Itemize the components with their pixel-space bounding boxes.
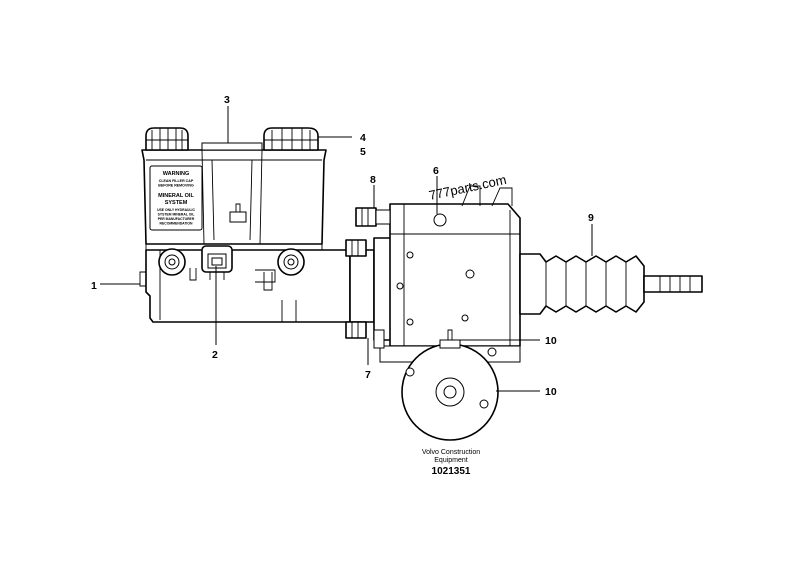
callout-6: 6 bbox=[433, 165, 439, 177]
warning-fine-1: USE ONLY HYDRAULIC bbox=[157, 208, 195, 212]
callout-10-lower: 10 bbox=[545, 386, 557, 398]
caption-line-1: Volvo Construction bbox=[422, 449, 480, 456]
callout-1: 1 bbox=[91, 280, 97, 292]
warning-line-1: CLEAN FILLER CAP bbox=[159, 179, 194, 183]
callout-5: 5 bbox=[360, 146, 366, 158]
callout-7: 7 bbox=[365, 369, 371, 381]
fluid-level-sensor bbox=[201, 245, 233, 280]
callout-10-upper: 10 bbox=[545, 335, 557, 347]
caption-number: 1021351 bbox=[432, 466, 471, 477]
bleed-stub-right bbox=[263, 272, 273, 291]
hose-fitting-lower bbox=[345, 321, 367, 339]
caption-line-2: Equipment bbox=[434, 457, 468, 464]
warning-title: WARNING bbox=[163, 171, 190, 177]
warning-fine-3: PER MANUFACTURER bbox=[158, 217, 195, 221]
port-fitting-right bbox=[277, 248, 305, 276]
bleed-stub-left bbox=[189, 268, 197, 281]
fluid-reservoir: WARNING CLEAN FILLER CAP BEFORE REMOVING… bbox=[141, 142, 327, 250]
callout-3: 3 bbox=[224, 94, 230, 106]
filler-cap-left bbox=[145, 127, 189, 151]
callout-2: 2 bbox=[212, 349, 218, 361]
booster-housing bbox=[349, 185, 521, 363]
callout-4: 4 bbox=[360, 132, 366, 144]
warning-fine-2: SYSTEM MINERAL OIL bbox=[158, 213, 195, 217]
port-fitting-left bbox=[158, 248, 186, 276]
tube-fitting-mid bbox=[345, 239, 367, 257]
warning-heading-2: SYSTEM bbox=[165, 200, 188, 206]
pump-motor bbox=[401, 329, 499, 441]
dust-boot-bellows bbox=[519, 253, 645, 315]
warning-fine-4: RECOMMENDATION bbox=[160, 222, 193, 226]
hose-fitting-upper bbox=[355, 207, 391, 227]
warning-line-2: BEFORE REMOVING bbox=[158, 184, 194, 188]
filler-cap-right bbox=[263, 127, 319, 151]
push-rod bbox=[643, 275, 703, 293]
warning-heading-1: MINERAL OIL bbox=[158, 193, 194, 199]
callout-8: 8 bbox=[370, 174, 376, 186]
callout-9: 9 bbox=[588, 212, 594, 224]
